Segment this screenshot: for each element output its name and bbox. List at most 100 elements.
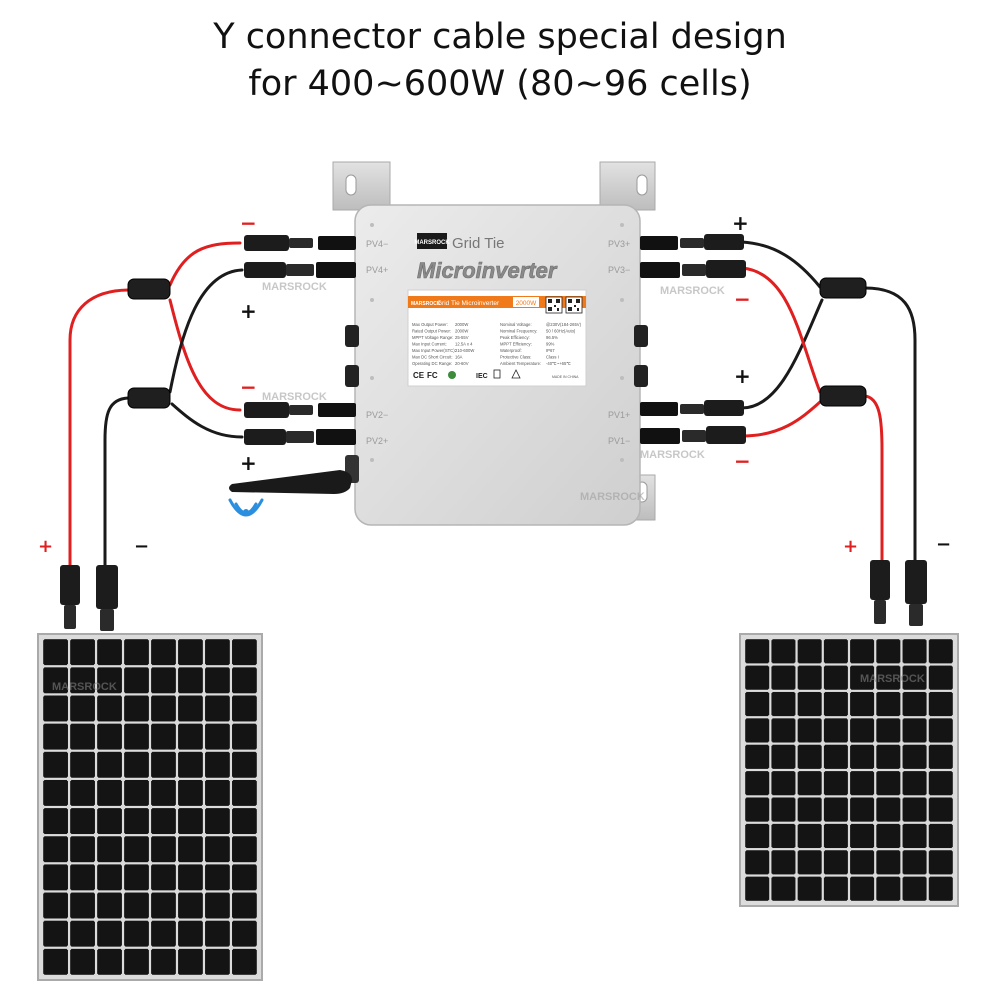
watermark-5: MARSROCK <box>580 491 645 503</box>
cell-dot <box>147 807 150 810</box>
solar-cell <box>70 836 95 863</box>
cell-dot <box>123 776 126 779</box>
cell-dot <box>201 638 204 641</box>
cell-dot <box>120 722 124 725</box>
cell-dot <box>69 694 72 697</box>
cell-dot <box>42 835 45 838</box>
cell-dot <box>744 849 747 852</box>
solar-cell <box>178 920 203 947</box>
solar-cell <box>97 920 122 947</box>
cell-dot <box>822 849 825 852</box>
cell-dot <box>796 741 799 744</box>
cell-dot <box>120 891 124 894</box>
cell-dot <box>768 849 771 852</box>
cell-dot <box>744 822 747 825</box>
cell-dot <box>770 875 773 878</box>
panel-right-minus-connector <box>905 560 927 604</box>
ce-mark-icon: CE <box>413 371 425 380</box>
solar-cell <box>97 723 122 750</box>
cell-dot <box>66 891 70 894</box>
cell-dot <box>846 664 850 667</box>
spec-value: 2000W <box>455 322 468 327</box>
solar-cell <box>823 718 848 743</box>
cell-dot <box>875 849 878 852</box>
cell-dot <box>201 720 204 723</box>
cell-dot <box>796 664 799 667</box>
cell-dot <box>120 778 124 782</box>
panel-right-plus-connector <box>870 560 890 600</box>
cell-dot <box>849 770 852 773</box>
cell-dot <box>93 835 97 838</box>
solar-cell <box>745 797 770 822</box>
mc4-connector-pv2-plus <box>244 429 356 445</box>
cell-dot <box>796 717 799 720</box>
cell-dot <box>66 917 70 920</box>
cell-dot <box>901 796 904 799</box>
cell-dot <box>794 717 797 720</box>
cell-dot <box>203 891 207 894</box>
cell-dot <box>203 919 207 922</box>
solar-cell <box>797 771 822 796</box>
cell-dot <box>123 917 126 920</box>
cell-dot <box>228 694 231 697</box>
cell-dot <box>846 846 850 850</box>
port-label-pv4-plus: PV4+ <box>366 265 388 275</box>
cell-dot <box>228 891 231 894</box>
cell-dot <box>951 873 954 876</box>
cell-dot <box>744 741 747 744</box>
solar-cell <box>43 948 68 975</box>
cell-dot <box>899 664 902 667</box>
cell-dot <box>96 804 99 808</box>
cell-dot <box>176 861 180 864</box>
cell-dot <box>820 849 823 852</box>
cell-dot <box>873 820 876 823</box>
cell-dot <box>96 694 99 697</box>
cell-dot <box>96 947 99 950</box>
cell-dot <box>794 796 797 799</box>
cell-dot <box>120 720 124 723</box>
solar-cell <box>151 920 176 947</box>
cell-dot <box>42 889 45 892</box>
cell-dot <box>203 917 207 920</box>
cell-dot <box>820 820 823 823</box>
solar-cell <box>43 667 68 694</box>
sign-right-pv1-plus: + <box>734 364 751 388</box>
solar-cell <box>745 744 770 769</box>
cell-dot <box>820 822 823 825</box>
solar-cell <box>151 639 176 666</box>
cell-dot <box>230 917 234 920</box>
solar-cell <box>205 948 230 975</box>
solar-cell <box>43 892 68 919</box>
solar-cell <box>97 751 122 778</box>
cell-dot <box>822 743 825 746</box>
cell-dot <box>875 715 878 718</box>
solar-cell <box>124 695 149 722</box>
cell-dot <box>873 715 876 718</box>
cell-dot <box>147 861 150 864</box>
cell-dot <box>875 688 878 691</box>
cell-dot <box>820 794 823 797</box>
cell-dot <box>255 832 258 836</box>
cell-dot <box>228 638 231 641</box>
port-label-pv3-plus: PV3+ <box>608 239 630 249</box>
cell-dot <box>150 778 153 782</box>
cell-dot <box>123 664 126 667</box>
cell-dot <box>69 863 72 866</box>
cell-dot <box>875 664 878 667</box>
cell-dot <box>123 863 126 866</box>
cell-dot <box>230 973 234 976</box>
cell-dot <box>901 822 904 825</box>
cell-dot <box>796 846 799 850</box>
solar-cell <box>745 850 770 875</box>
cell-dot <box>899 770 902 773</box>
solar-cell <box>178 948 203 975</box>
cell-dot <box>69 861 72 864</box>
cell-dot <box>820 767 823 771</box>
cell-dot <box>820 715 823 718</box>
cell-dot <box>42 919 45 922</box>
cell-dot <box>93 666 97 669</box>
spec-value: 2000W <box>455 329 468 334</box>
inverter-brand-logo-mark <box>417 233 447 249</box>
solar-cell <box>850 850 875 875</box>
port-label-pv3-minus: PV3− <box>608 265 630 275</box>
